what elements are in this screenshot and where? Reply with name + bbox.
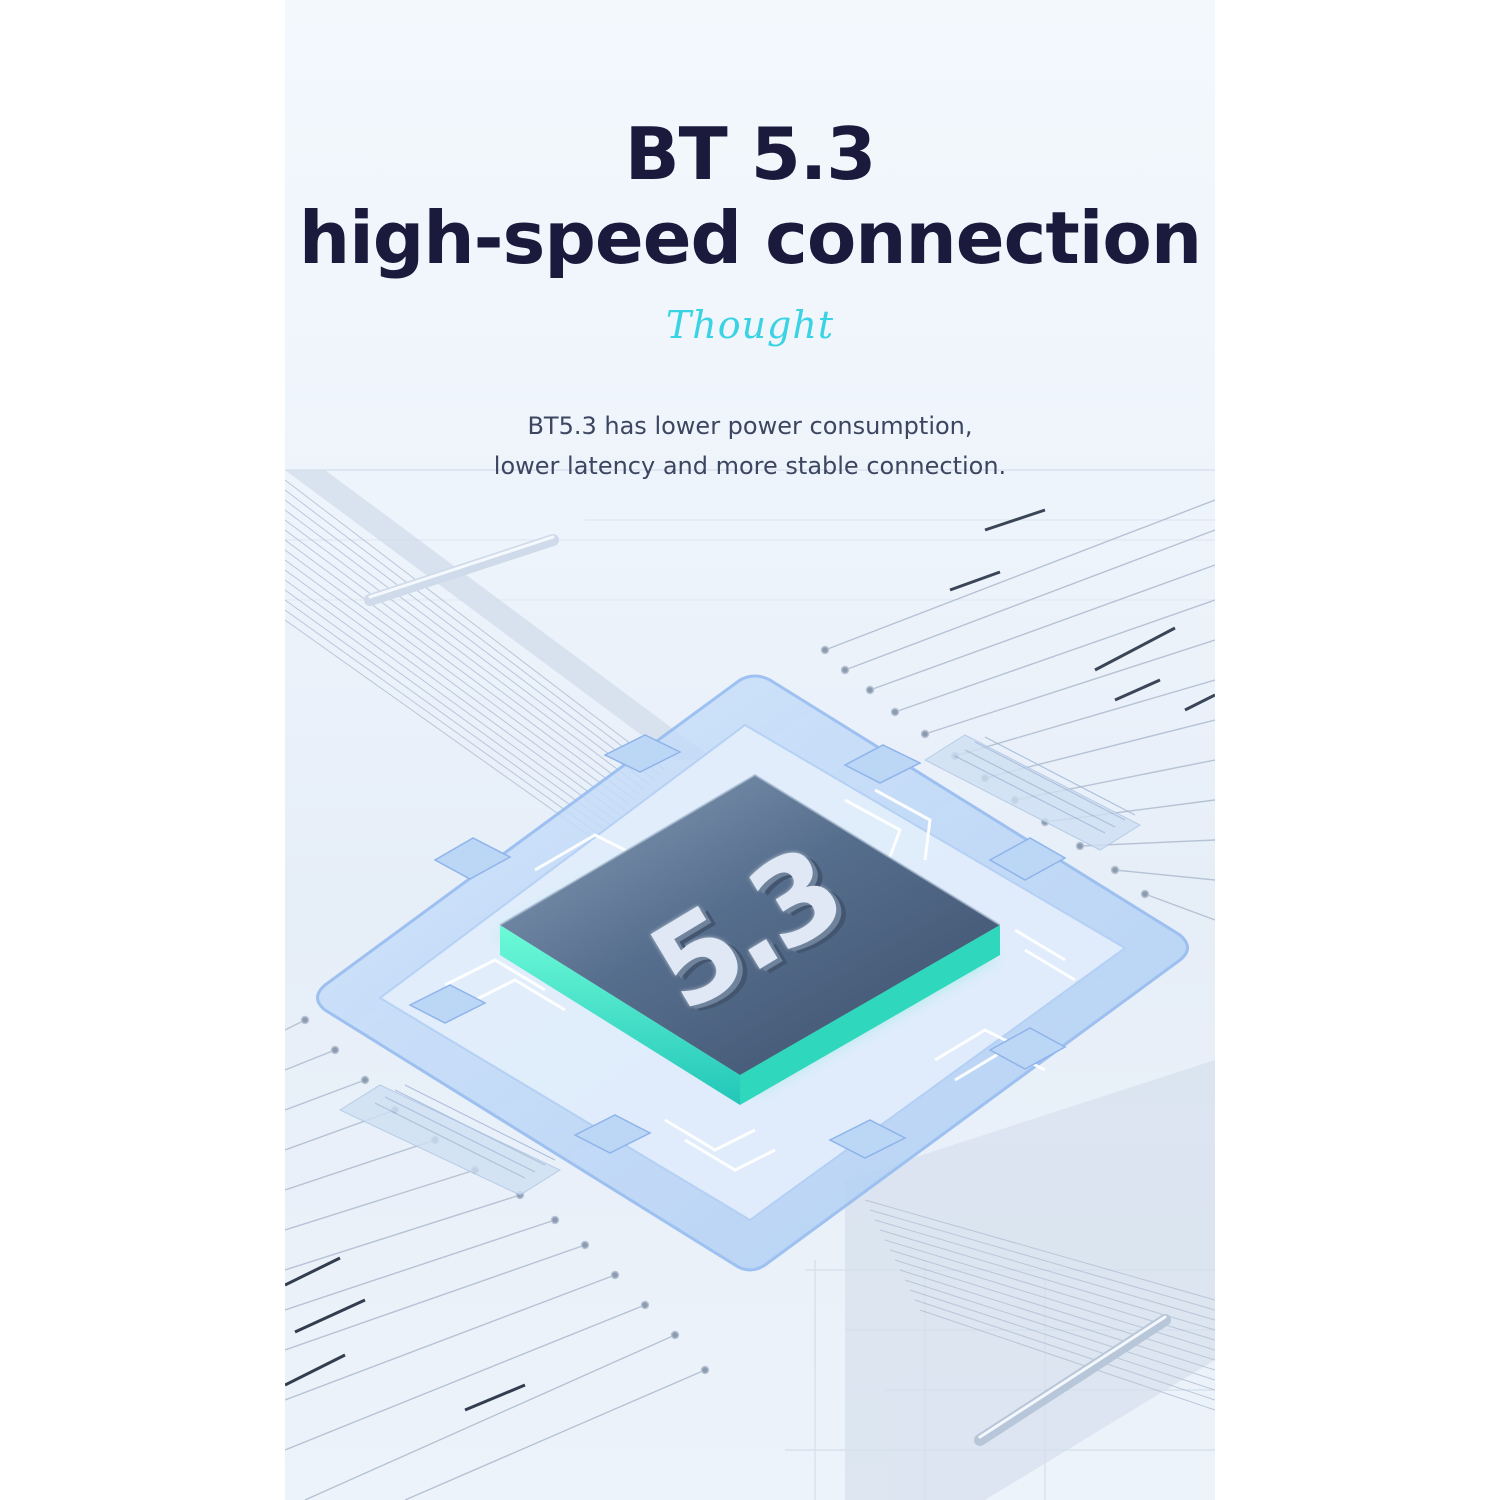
left-dark-accents (285, 1256, 526, 1412)
headline-line-1: BT 5.3 (624, 112, 877, 196)
signature-script: Thought (665, 303, 835, 347)
glass-rod-lower (974, 1314, 1171, 1446)
headline-line-2: high-speed connection (298, 196, 1202, 280)
ribbon-cable-upper (285, 470, 715, 841)
glass-rod-upper (364, 534, 559, 606)
chip-body (499, 773, 1001, 1105)
ribbon-cable-lower (845, 1060, 1215, 1500)
circuit-board-illustration (285, 469, 1215, 1500)
glass-connector-left (338, 1084, 562, 1196)
frame-pads (408, 734, 1067, 1159)
description-line-1: BT5.3 has lower power consumption, (527, 412, 973, 440)
product-panel: 5.3 BT 5.3 high-speed connection Thought… (285, 0, 1215, 1500)
glass-connector-right (923, 734, 1142, 851)
right-dark-accents (949, 508, 1215, 712)
description-line-2: lower latency and more stable connection… (493, 452, 1007, 480)
